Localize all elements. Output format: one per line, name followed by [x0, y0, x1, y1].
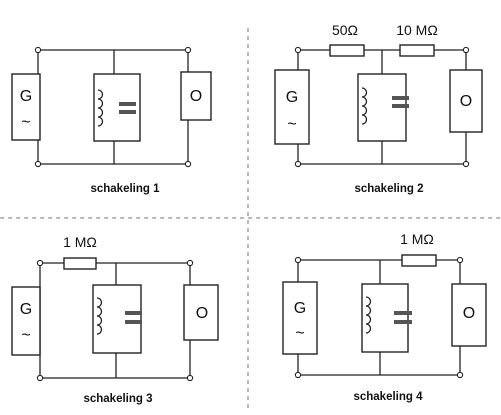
terminal: [184, 160, 192, 168]
circuit-3: 1 MΩ G ~ O schakeling 3: [11, 234, 219, 405]
output-load: O: [451, 283, 487, 347]
caption: schakeling 1: [90, 183, 160, 195]
resistor: 1 MΩ: [400, 231, 437, 267]
lc-tank: [357, 73, 409, 142]
circuit-2: 50Ω 10 MΩ G ~ O schakeling 2: [274, 22, 483, 195]
circuit-4: 1 MΩ G ~ O schakeling 4: [282, 231, 487, 403]
caption: schakeling 3: [83, 393, 152, 405]
output-label: O: [196, 305, 208, 322]
output-load: O: [449, 69, 483, 133]
resistor: 10 MΩ: [396, 22, 438, 57]
terminal: [184, 46, 192, 54]
caption: schakeling 2: [354, 183, 423, 195]
inductor-icon: [97, 89, 104, 127]
inductor-icon: [365, 296, 372, 334]
caption: schakeling 4: [353, 391, 423, 403]
resistor-label: 50Ω: [332, 22, 358, 38]
generator: G ~: [282, 281, 318, 355]
terminal: [34, 46, 42, 54]
inductor-icon: [361, 87, 368, 125]
resistor-label: 10 MΩ: [396, 22, 438, 38]
ac-source-icon: ~: [295, 325, 304, 342]
generator-label: G: [20, 301, 32, 318]
output-label: O: [460, 93, 472, 110]
generator-label: G: [286, 89, 298, 106]
capacitor-icon: [119, 102, 136, 114]
generator: G ~: [274, 69, 310, 145]
lc-tank: [361, 283, 412, 353]
generator: G ~: [11, 73, 41, 141]
generator-label: G: [294, 300, 306, 317]
ac-source-icon: ~: [21, 327, 30, 344]
terminal: [34, 160, 42, 168]
capacitor-icon: [125, 311, 142, 324]
ac-source-icon: ~: [21, 114, 30, 131]
resistor: 50Ω: [329, 22, 365, 57]
capacitor-icon: [392, 96, 409, 108]
capacitor-icon: [394, 311, 412, 324]
output-label: O: [190, 88, 202, 105]
lc-tank: [92, 284, 142, 354]
lc-tank: [93, 73, 141, 142]
circuit-1: G ~ O schakeling 1: [11, 46, 212, 195]
generator: G ~: [11, 286, 41, 356]
resistor-label: 1 MΩ: [63, 234, 97, 250]
resistor-label: 1 MΩ: [400, 231, 434, 247]
output-label: O: [463, 305, 475, 322]
output-load: O: [180, 71, 212, 121]
resistor: 1 MΩ: [63, 234, 97, 270]
inductor-icon: [96, 297, 103, 335]
output-load: O: [183, 284, 219, 341]
generator-label: G: [20, 88, 32, 105]
ac-source-icon: ~: [287, 116, 296, 133]
